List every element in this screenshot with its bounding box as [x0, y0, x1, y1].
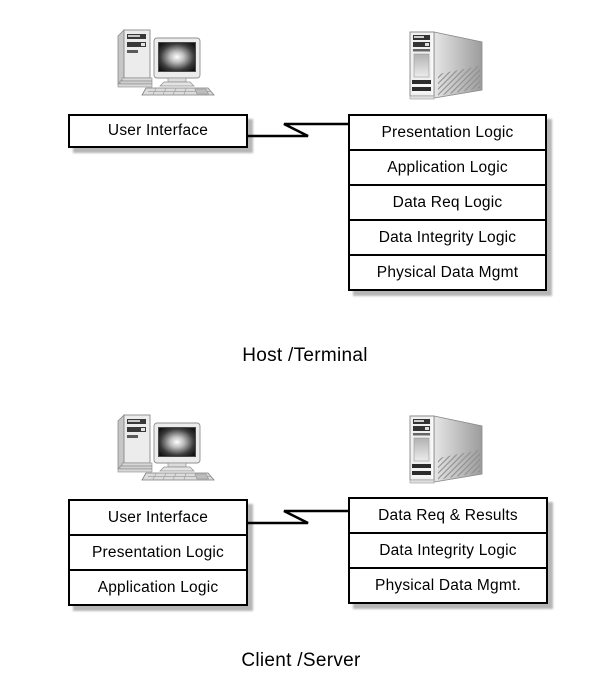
caption-host-terminal: Host /Terminal	[242, 345, 368, 366]
client-stack: User Interface	[68, 114, 248, 148]
box-physical-data-mgmt: Physical Data Mgmt	[350, 254, 545, 289]
desktop-computer-icon	[117, 414, 215, 481]
box-data-req-logic: Data Req Logic	[350, 184, 545, 219]
box-data-integrity-logic: Data Integrity Logic	[350, 219, 545, 254]
server-stack: Presentation Logic Application Logic Dat…	[348, 114, 547, 291]
box-user-interface: User Interface	[70, 501, 246, 534]
tower-server-icon	[409, 415, 483, 484]
tower-server-icon	[409, 31, 483, 100]
link-break-connector	[246, 122, 352, 138]
desktop-computer-icon	[117, 29, 215, 96]
caption-client-server: Client /Server	[241, 650, 361, 671]
box-physical-data-mgmt: Physical Data Mgmt.	[350, 567, 546, 602]
box-application-logic: Application Logic	[70, 569, 246, 604]
link-break-connector	[246, 509, 352, 525]
box-data-req-results: Data Req & Results	[350, 499, 546, 532]
box-application-logic: Application Logic	[350, 149, 545, 184]
box-user-interface: User Interface	[70, 116, 246, 146]
server-stack: Data Req & Results Data Integrity Logic …	[348, 497, 548, 604]
client-stack: User Interface Presentation Logic Applic…	[68, 499, 248, 606]
box-data-integrity-logic: Data Integrity Logic	[350, 532, 546, 567]
box-presentation-logic: Presentation Logic	[70, 534, 246, 569]
box-presentation-logic: Presentation Logic	[350, 116, 545, 149]
